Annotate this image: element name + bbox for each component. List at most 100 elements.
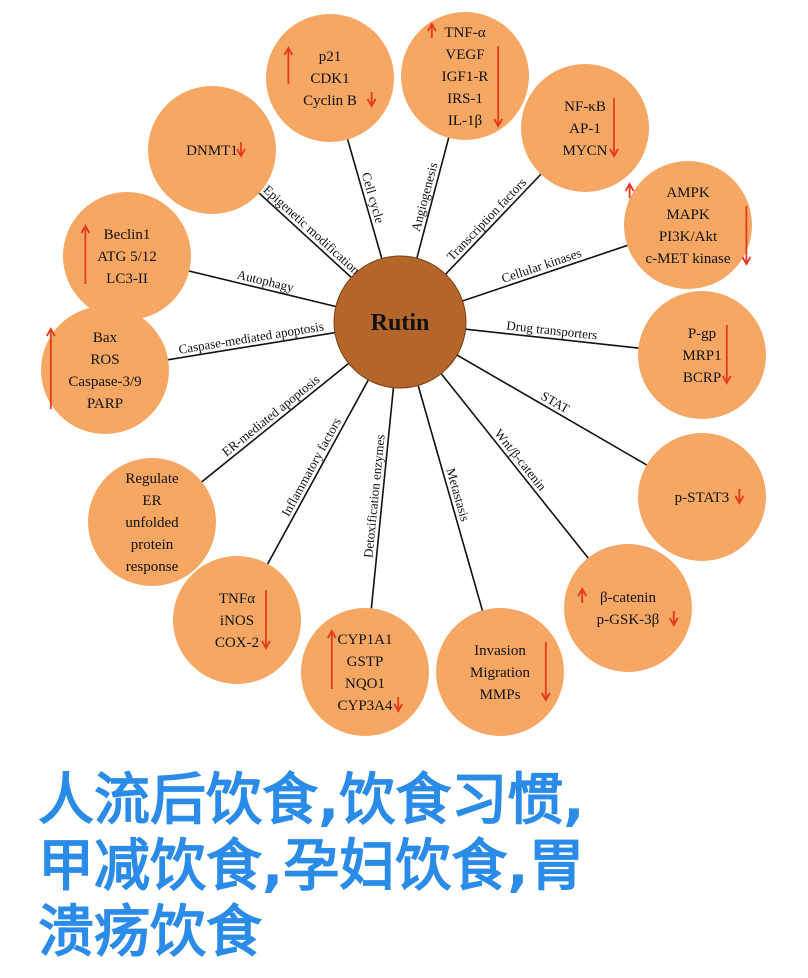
node-item: P-gp (688, 326, 716, 342)
node-item: c-MET kinase (645, 251, 730, 267)
node-item: NF-κB (564, 99, 606, 115)
center-circle (333, 255, 467, 389)
arrow-up-icon (80, 224, 91, 284)
node-stat: p-STAT3 (638, 433, 766, 561)
node-item: MRP1 (682, 348, 721, 364)
watermark-line-2: 甲减饮食,孕妇饮食,胃 (38, 834, 585, 899)
node-item: protein (131, 537, 174, 553)
arrow-up-icon (427, 22, 437, 38)
node-item: DNMT1 (186, 143, 238, 159)
node-item: IRS-1 (447, 91, 483, 107)
node-circle (173, 556, 301, 684)
arrow-down-icon (734, 489, 745, 505)
node-item: ER (142, 493, 161, 509)
arrow-down-icon (236, 142, 246, 158)
watermark-line-3: 溃疡饮食 (38, 900, 262, 965)
node-circle (638, 433, 766, 561)
arrow-down-icon (493, 46, 503, 128)
node-item: β-catenin (600, 590, 656, 606)
node-item: AMPK (666, 185, 710, 201)
node-item: p21 (319, 49, 342, 65)
node-item: CYP1A1 (337, 632, 392, 648)
arrow-down-icon (722, 325, 732, 385)
node-item: BCRP (683, 370, 721, 386)
node-circle (401, 12, 529, 140)
node-item: IL-1β (448, 113, 482, 129)
node-circle (638, 291, 766, 419)
arrow-up-icon (327, 629, 337, 689)
node-item: unfolded (125, 515, 179, 531)
arrow-down-icon (393, 697, 403, 713)
arrow-down-icon (669, 611, 679, 627)
node-item: VEGF (445, 47, 484, 63)
watermark-band: 人流后饮食,饮食习惯, 甲减饮食,孕妇饮食,胃 溃疡饮食 (0, 760, 808, 978)
node-item: p-GSK-3β (597, 612, 660, 628)
node-circle (266, 14, 394, 142)
arrow-up-icon (624, 182, 635, 198)
spoke-label: Detoxification enzymes (360, 434, 387, 559)
spoke-label: Metastasis (443, 466, 473, 523)
arrow-down-icon (541, 642, 551, 702)
watermark-line-1: 人流后饮食,饮食习惯, (38, 768, 585, 833)
node-item: ROS (90, 352, 119, 368)
node-item: PARP (87, 396, 123, 412)
node-circle (88, 458, 216, 586)
arrow-up-icon (46, 327, 56, 409)
spoke-label: Angiogenesis (408, 161, 441, 233)
node-item: MAPK (666, 207, 710, 223)
node-circle (624, 161, 752, 289)
node-item: response (126, 559, 179, 575)
node-item: IGF1-R (442, 69, 489, 85)
node-circle (41, 306, 169, 434)
arrow-down-icon (366, 92, 377, 108)
node-item: TNF-α (444, 25, 485, 41)
node-item: CYP3A4 (337, 698, 393, 714)
node-cellular-kinases: AMPK MAPK PI3K/Akt c-MET kinase (624, 161, 752, 289)
node-item: CDK1 (310, 71, 349, 87)
node-item: LC3-II (106, 271, 148, 287)
arrow-up-icon (283, 46, 294, 84)
node-wnt-catenin: β-catenin p-GSK-3β (564, 544, 692, 672)
node-item: ATG 5/12 (97, 249, 157, 265)
node-item: GSTP (347, 654, 384, 670)
arrow-down-icon (741, 206, 752, 266)
node-item: PI3K/Akt (659, 229, 718, 245)
spoke-label: Cell cycle (359, 170, 388, 225)
node-item: COX-2 (215, 635, 259, 651)
spoke-label: Wnt/β-catenin (492, 426, 550, 494)
node-item: iNOS (220, 613, 254, 629)
arrow-down-icon (609, 98, 619, 158)
node-item: AP-1 (569, 121, 601, 137)
node-circle (564, 544, 692, 672)
node-item: Caspase-3/9 (68, 374, 141, 390)
node-item: Bax (93, 330, 118, 346)
node-item: Beclin1 (104, 227, 151, 243)
spoke-label: ER-mediated apoptosis (219, 372, 323, 460)
node-item: MYCN (562, 143, 607, 159)
node-epigenetic-modification: DNMT1 (148, 86, 276, 214)
spoke-label: Epigenetic modification (260, 182, 363, 278)
node-circle (521, 64, 649, 192)
spoke-label: Autophagy (236, 267, 296, 295)
center-label: Rutin (371, 310, 430, 336)
node-circle (148, 86, 276, 214)
arrow-down-icon (261, 590, 271, 650)
node-item: NQO1 (345, 676, 385, 692)
node-circle (301, 608, 429, 736)
node-circle (436, 608, 564, 736)
node-item: p-STAT3 (675, 490, 730, 506)
node-item: Regulate (125, 471, 179, 487)
arrow-up-icon (577, 587, 587, 603)
node-circle (63, 192, 191, 320)
